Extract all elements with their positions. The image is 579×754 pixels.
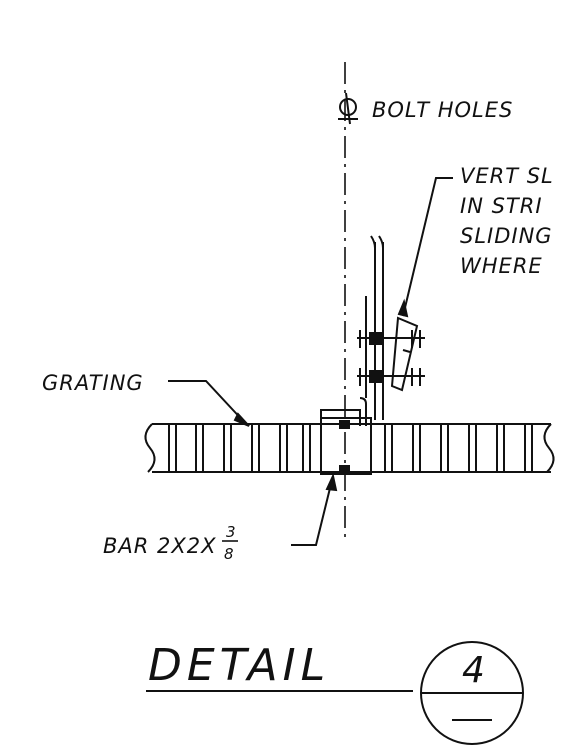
bar-leader [291, 479, 333, 546]
sliding-plate [390, 316, 419, 392]
note-line-2: IN STRI [460, 194, 543, 218]
note-line-1: VERT SL [460, 164, 554, 188]
grating-leader [168, 380, 247, 425]
centerline-label: BOLT HOLES [372, 98, 513, 122]
detail-number: 4 [462, 650, 485, 691]
note-leader [402, 177, 453, 317]
note-line-4: WHERE [460, 254, 543, 278]
grating-section [144, 423, 555, 473]
bar-label: BAR 2X2X [103, 534, 217, 558]
bar-fraction-denominator: 8 [224, 545, 234, 563]
grating-label: GRATING [42, 371, 144, 395]
vertical-strip [365, 235, 384, 420]
centerline-symbol [338, 92, 358, 125]
bar-fraction-numerator: 3 [226, 523, 236, 541]
detail-title: DETAIL [148, 640, 330, 691]
note-line-3: SLIDING [460, 224, 553, 248]
bar-angle [320, 397, 372, 475]
bar-bolt [339, 465, 350, 475]
